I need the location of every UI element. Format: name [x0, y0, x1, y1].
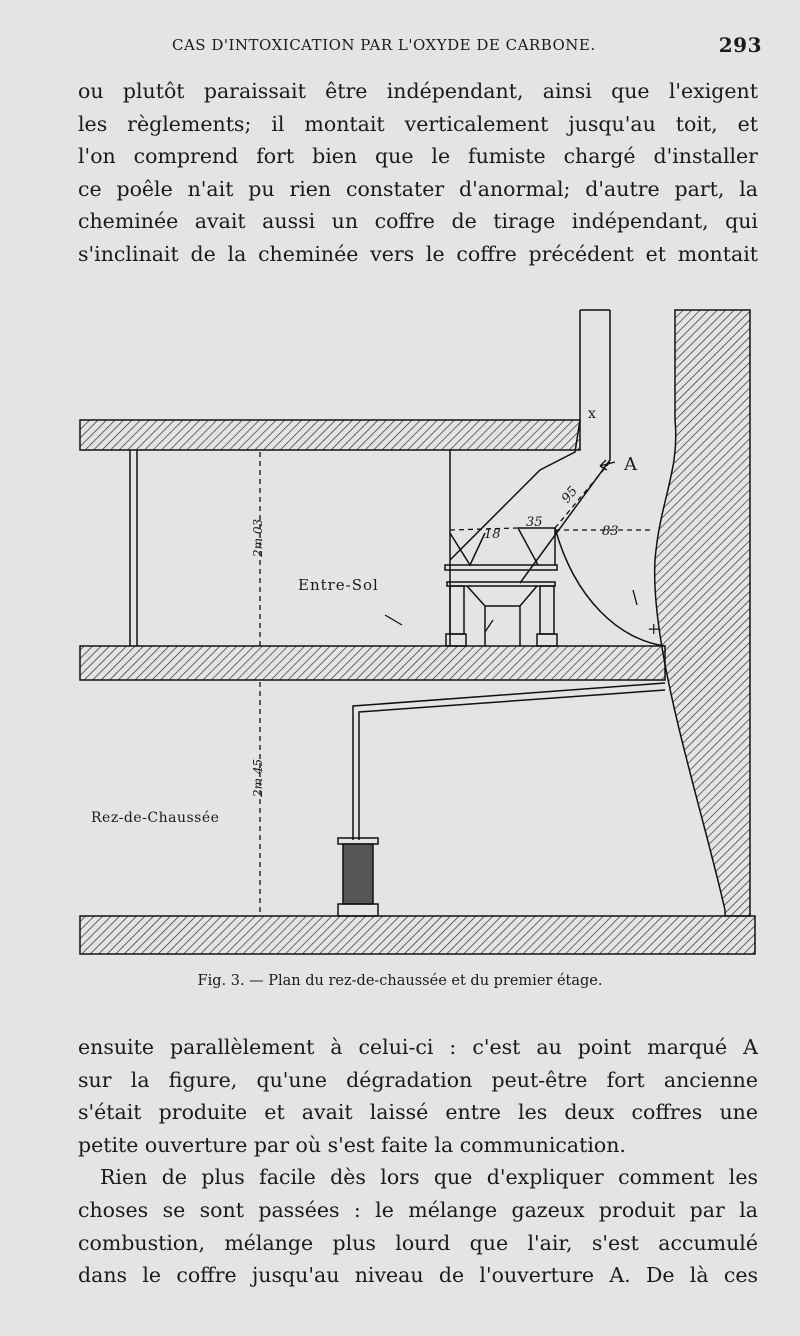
label-18: 18	[484, 527, 501, 542]
label-x: x	[588, 406, 596, 422]
text-line: ou plutôt paraissait être indépendant, a…	[78, 79, 758, 103]
text-line: choses se sont passées : le mélange gaze…	[78, 1197, 758, 1222]
text-line: cheminée avait aussi un coffre de tirage…	[78, 209, 758, 234]
chimney-wall	[653, 309, 751, 917]
running-title: CAS D'INTOXICATION PAR L'OXYDE DE CARBON…	[172, 36, 596, 54]
label-height-lower: 2m 45	[251, 759, 265, 798]
middle-floor-slab	[79, 645, 666, 681]
text-line: ensuite parallèlement à celui-ci : c'est…	[78, 1035, 758, 1059]
text-line: l'on comprend fort bien que le fumiste c…	[78, 144, 758, 169]
text-line: petite ouverture par où s'est faite la c…	[78, 1132, 626, 1157]
label-83: 83	[602, 524, 619, 539]
label-plus: +	[647, 619, 660, 638]
stove-pipe	[352, 682, 666, 840]
text-line: sur la figure, qu'une dégradation peut-ê…	[78, 1067, 758, 1092]
text-line: s'était produite et avait laissé entre l…	[78, 1100, 758, 1125]
figure-caption: Fig. 3. — Plan du rez-de-chaussée et du …	[197, 973, 603, 989]
page-number: 293	[718, 33, 762, 57]
paragraph-bottom: ensuite parallèlement à celui-ci : c'est…	[78, 1031, 758, 1292]
fireplace	[444, 527, 666, 647]
label-entre-sol: Entre-Sol	[298, 576, 379, 594]
text-line: ce poêle n'ait pu rien constater d'anorm…	[78, 176, 758, 201]
text-line: Rien de plus facile dès lors que d'expli…	[100, 1165, 758, 1190]
label-95: 95	[559, 484, 581, 506]
label-rez-de-chaussee: Rez-de-Chaussée	[91, 810, 219, 826]
text-line: combustion, mélange plus lourd que l'air…	[78, 1230, 758, 1255]
stove	[337, 837, 379, 917]
ground-floor-slab	[79, 915, 756, 955]
label-height-upper: 2m 03	[251, 519, 265, 558]
text-line: s'inclinait de la cheminée vers le coffr…	[78, 241, 758, 266]
flue	[449, 309, 611, 584]
airflow-arrow	[384, 459, 638, 633]
paragraph-top: ou plutôt paraissait être indépendant, a…	[78, 75, 758, 271]
upper-floor-slab	[79, 419, 581, 451]
text-line: dans le coffre jusqu'au niveau de l'ouve…	[78, 1263, 758, 1288]
running-header: CAS D'INTOXICATION PAR L'OXYDE DE CARBON…	[172, 33, 762, 57]
text-line: les règlements; il montait verticalement…	[78, 111, 758, 136]
label-35: 35	[526, 515, 543, 530]
label-a: A	[623, 454, 638, 475]
